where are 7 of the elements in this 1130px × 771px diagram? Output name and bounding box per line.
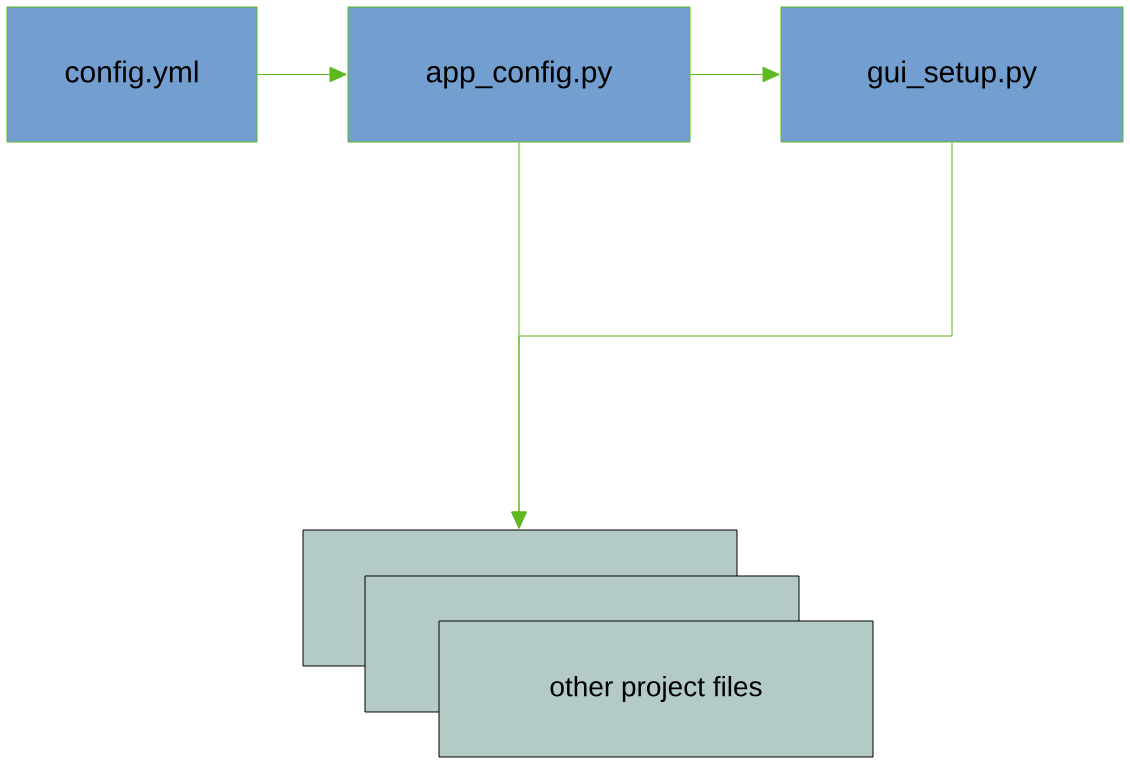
- file-stack: other project files: [302, 529, 874, 758]
- file-box: gui_setup.py: [780, 6, 1124, 143]
- file-box: config.yml: [6, 6, 258, 143]
- file-box: app_config.py: [347, 6, 691, 143]
- arrow: [511, 142, 953, 529]
- arrow: [690, 66, 780, 83]
- arrow: [257, 66, 347, 83]
